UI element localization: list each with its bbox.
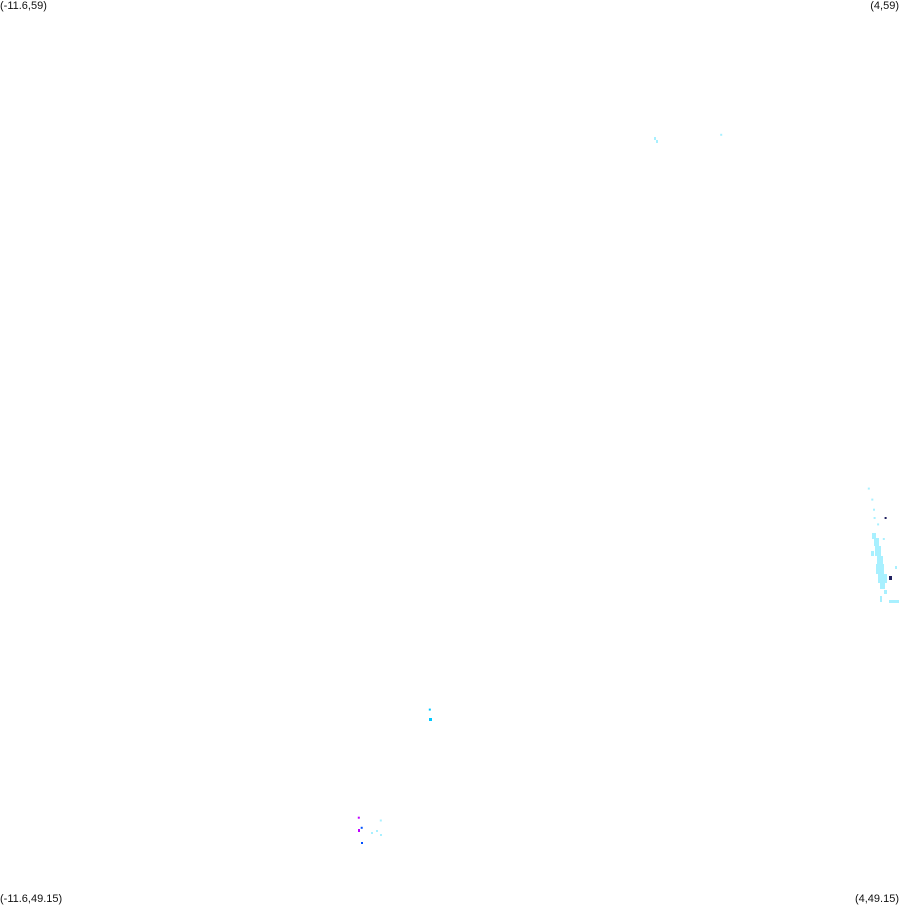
spot-southwest-magenta [357,816,360,819]
north-streak [654,137,658,143]
corner-label-bottom-right: (4,49.15) [854,893,899,905]
corner-label-bottom-left: (-11.6,49.15) [0,893,63,905]
central-speck [429,718,432,721]
spot-east-coast-dark [884,517,887,519]
spot-east-coast-1 [867,487,870,490]
spot-east-coast-2 [871,498,874,501]
spot-southwest-cyan [379,819,382,822]
corner-label-top-right: (4,59) [870,0,899,12]
spot-east-coast-south [882,538,885,540]
spot-east-coast-3 [873,508,875,511]
southwest-specks [358,829,382,844]
spot-southwest-blue [360,826,363,829]
corner-label-top-left: (-11.6,59) [0,0,47,12]
spot-east-coast-5 [877,523,880,526]
data-spot-layer [357,133,887,829]
east-coast-cluster [871,533,899,603]
spot-central [428,708,431,711]
spot-east-coast-4 [873,517,876,519]
spot-north-sea-north [720,133,723,136]
